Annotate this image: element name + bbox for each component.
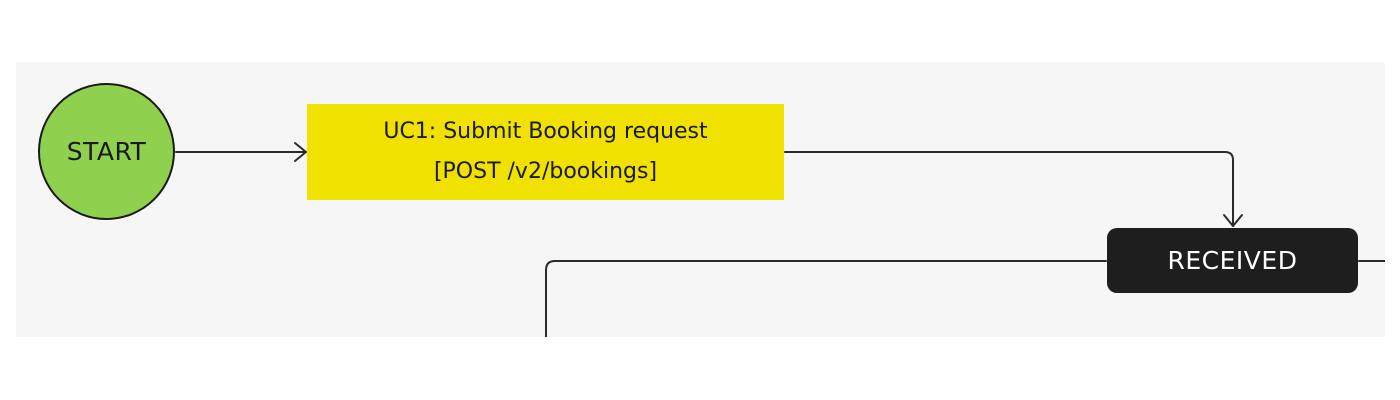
edge-uc1-to-received bbox=[784, 151, 1234, 227]
edge-received-down bbox=[545, 260, 1107, 337]
start-node[interactable]: START bbox=[38, 83, 175, 220]
received-state-node[interactable]: RECEIVED bbox=[1107, 228, 1358, 293]
use-case-endpoint: [POST /v2/bookings] bbox=[433, 159, 658, 184]
received-state-label: RECEIVED bbox=[1167, 246, 1298, 275]
start-node-label: START bbox=[66, 137, 147, 166]
arrowhead-uc1-icon bbox=[294, 142, 307, 162]
use-case-title: UC1: Submit Booking request bbox=[383, 119, 708, 144]
use-case-node[interactable]: UC1: Submit Booking request [POST /v2/bo… bbox=[307, 104, 784, 200]
arrowhead-received-icon bbox=[1223, 214, 1243, 227]
